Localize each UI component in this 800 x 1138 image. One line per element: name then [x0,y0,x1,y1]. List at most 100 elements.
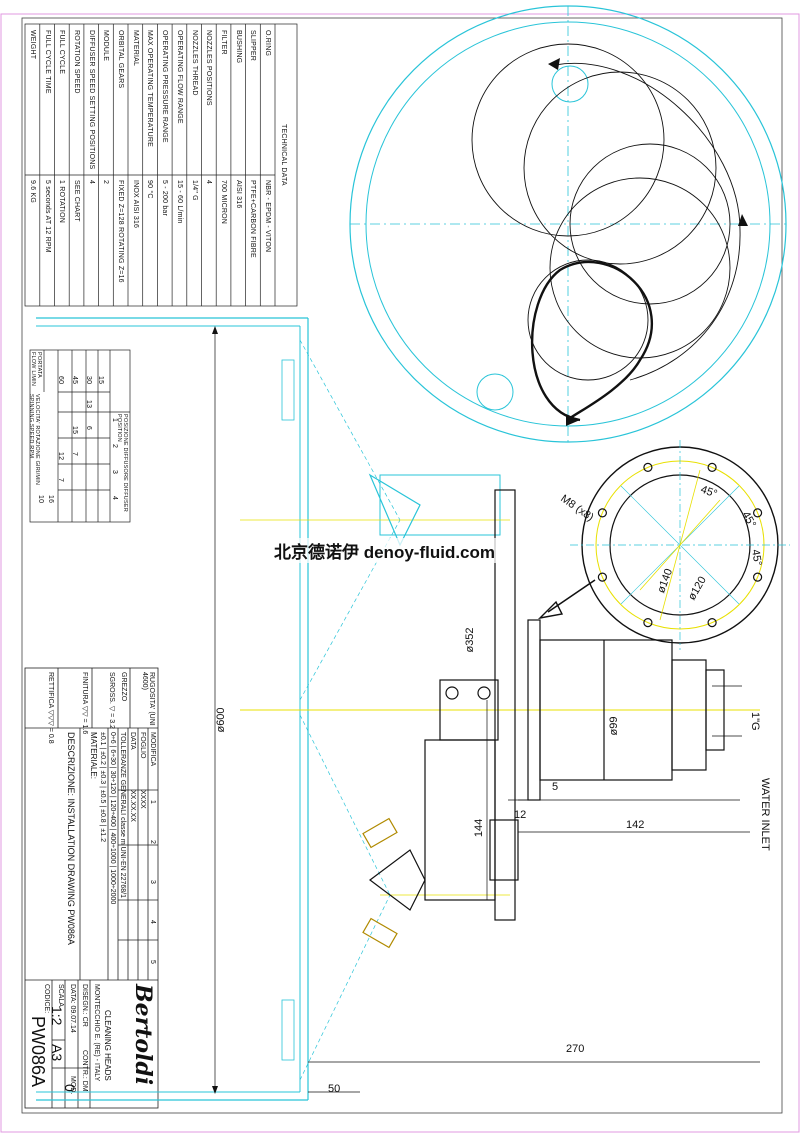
dim-352: ø352 [464,627,476,652]
roughness-sgross: SGROSS. ▽ = 3.2 [108,672,115,729]
scale-label: SCALA [57,984,64,1007]
speed-chart-flow: 30 [85,376,92,385]
speed-chart-flow: 60 [57,376,64,385]
dim-600: ø600 [215,707,227,732]
technical-data-value: 700 MICRON [219,180,227,225]
technical-data-value: 15 - 60 L/min [175,180,183,224]
technical-data-label: OPERATING FLOW RANGE [175,30,183,124]
bolt-hole [597,572,608,582]
dim-142: 142 [626,819,644,831]
foglio-label: FOGLIO [139,732,146,759]
technical-data-value: 9.6 KG [28,180,36,203]
dim-thread: 1"G [749,712,761,731]
technical-data-label: SLIPPER [249,30,257,61]
dim-120: ø120 [686,575,709,603]
roughness-rettifica: RETTIFICA ▽▽▽ = 0.8 [47,672,54,744]
water-inlet-label: WATER INLET [759,778,771,851]
code-label: CODICE: [43,984,50,1014]
bolt-hole [643,617,653,628]
bolt-hole [752,508,763,518]
speed-chart-cell: 13 [85,400,92,409]
technical-data-label: OPERATING PRESSURE RANGE [161,30,169,143]
dim-99: ø99 [608,717,620,736]
technical-data-value: 5 - 200 bar [161,180,169,217]
modifica-column: 3 [149,880,156,884]
roughness-grezzo: GREZZO [120,672,127,702]
technical-data-label: ROTATION SPEED [72,30,80,94]
speed-chart-position: 3 [111,470,118,475]
technical-data-value: 1/4" G [190,180,198,201]
technical-data-table [24,23,298,307]
description-label: DESCRIZIONE: INSTALLATION DRAWING PW086A [66,732,76,945]
technical-data-value: 4 [87,180,95,185]
dim-144: 144 [473,819,485,837]
watermark: 北京德诺伊 denoy-fluid.com [272,538,497,563]
dim-50: 50 [328,1083,340,1095]
speed-chart-extra: 16 [47,495,54,504]
technical-data-value: 1 ROTATION [58,180,66,223]
tolerances-ranges: 0÷6 | 6÷30 | 30÷120 | 120÷400 | 400÷1000… [109,732,116,905]
title-block [24,667,159,1109]
dim-45-c: 45° [749,548,764,566]
technical-data-value: NBR - EPDM - VITON [264,180,271,253]
technical-data-label: MODULE [102,30,110,62]
modifica-column: 2 [149,840,156,844]
technical-data-label: FULL CYCLE TIME [43,30,51,94]
technical-data-label: ORBITAL GEARS [117,30,124,89]
tank-side-view [36,317,501,1101]
technical-data-label: NOZZLES POSITIONS [205,30,213,106]
dim-5: 5 [552,781,558,793]
sheet-format: A3 [49,1044,65,1062]
data-value: XX.XX.XX [129,790,136,822]
modifica-label: MODIFICA [149,732,156,767]
modifica-column: 1 [149,800,156,804]
dim-45-a: 45° [699,484,719,501]
bolt-hole [707,462,717,472]
frame-border [21,17,783,1114]
bolt-hole [643,462,653,472]
speed-chart-flow-header: PORTATA FLOW L/MIN [30,352,42,387]
speed-chart-flow: 45 [71,376,78,385]
technical-data-label: FULL CYCLE [58,30,66,75]
technical-data-value: 90 °C [146,180,154,199]
tank-inner-circle [365,21,771,427]
technical-data-value: 5 seconds AT 12 RPM [43,180,51,253]
technical-data-label: BUSHING [234,30,242,64]
technical-data-value: FIXED Z=128 ROTATING Z=16 [117,180,124,283]
technical-data-value: AISI 316 [234,180,242,209]
speed-chart-cell: 6 [85,426,92,431]
roughness-title: RUGOSITA' (UNI 4600) [141,672,155,726]
data-label: DATA [129,732,136,750]
scale-value: 1:2 [49,1006,65,1026]
bolt-hole [707,617,717,628]
speed-chart-table [29,349,131,523]
technical-data-label: WEIGHT [28,30,36,60]
designer: DISEGN.: CR [81,984,88,1027]
orbital-pattern [349,5,787,443]
bolt-hole [752,572,763,582]
technical-data-label: DIFFUSER SPEED SETTING POSITIONS [87,30,95,170]
tolerances-title: TOLLERANZE GENERALI classe m UNI-EN 2276… [119,732,126,898]
tolerances-values: ±0.1 | ±0.2 | ±0.3 | ±0.5 | ±0.8 | ±1.2 [99,732,106,842]
bolt-hole [597,508,608,518]
technical-data-value: PTFE+CARBON FIBRE [249,180,257,258]
dim-270: 270 [566,1043,584,1055]
technical-data-value: INOX AISI 316 [131,180,139,229]
flange-detail [537,440,790,650]
technical-data-label: NOZZLES THREAD [190,30,198,96]
company-logo: Bertoldi [130,984,156,1086]
modifica-column: 4 [149,920,156,924]
dim-m8: M8 (x8) [558,493,595,524]
speed-chart-cell: 7 [71,452,78,457]
speed-chart-cell: 15 [71,426,78,435]
speed-chart-position: 2 [111,444,118,449]
materiale-label: MATERIALE: [89,732,98,779]
roughness-finitura: FINITURA ▽▽ = 1.6 [81,672,88,735]
technical-data-label: MAX OPERATING TEMPERATURE [146,30,154,148]
drawing-code: PW086A [28,1016,48,1088]
checker: CONTR.: DM [81,1050,88,1092]
technical-data-value: 2 [102,180,110,185]
speed-chart-cell: 12 [57,452,64,461]
